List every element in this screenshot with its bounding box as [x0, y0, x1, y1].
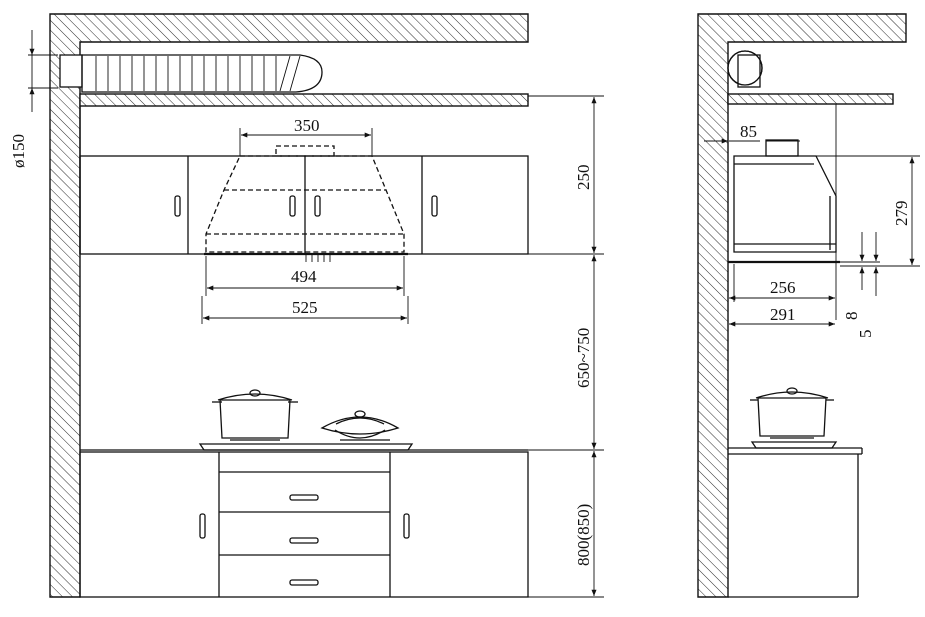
drawer-handle [289, 494, 319, 501]
cabinet-handle [289, 195, 296, 217]
height-dimensions: 250 650~750 800(850) [528, 95, 604, 598]
drawer-handle [289, 579, 319, 586]
cabinet-handle [314, 195, 321, 217]
range-hood [204, 145, 408, 262]
hood-top-width-label: 350 [294, 116, 320, 135]
front-wall-structure [49, 13, 529, 598]
side-wall-structure [697, 13, 907, 598]
hood-height-label: 279 [892, 201, 911, 227]
drawer-handle [289, 537, 319, 544]
cabinet-handle [403, 513, 410, 539]
hood-height-dimension: 279 [800, 155, 920, 267]
cabinet-handle [199, 513, 206, 539]
gap-b-label: 5 [856, 330, 875, 339]
cabinet-handle [174, 195, 181, 217]
base-cabinets [79, 449, 529, 598]
depth-inner-label: 256 [770, 278, 796, 297]
wall-offset-dimension: 85 [704, 122, 800, 144]
front-view: ø150 350 [9, 13, 604, 598]
hood-to-hob-height-label: 650~750 [574, 328, 593, 388]
cookware [198, 389, 414, 451]
cabinet-height-label: 250 [574, 165, 593, 191]
depth-dimensions: 256 291 [729, 264, 835, 327]
depth-outer-label: 291 [770, 305, 796, 324]
counter-height-label: 800(850) [574, 504, 593, 566]
hood-width-dimensions: 350 494 525 [201, 116, 409, 324]
exhaust-duct [59, 54, 323, 93]
wall-offset-label: 85 [740, 122, 757, 141]
side-duct [727, 50, 763, 88]
side-base-cabinet [728, 447, 863, 598]
cabinet-handle [431, 195, 438, 217]
hood-outer-width-label: 525 [292, 298, 318, 317]
hood-inner-width-label: 494 [291, 267, 317, 286]
side-cookware [750, 387, 838, 449]
duct-diameter-dimension: ø150 [9, 30, 58, 168]
gap-dimensions: 8 5 [836, 232, 880, 338]
side-view: 85 279 8 5 256 291 [697, 13, 920, 598]
side-range-hood [728, 104, 840, 320]
gap-a-label: 8 [842, 312, 861, 321]
duct-diameter-label: ø150 [9, 134, 28, 168]
